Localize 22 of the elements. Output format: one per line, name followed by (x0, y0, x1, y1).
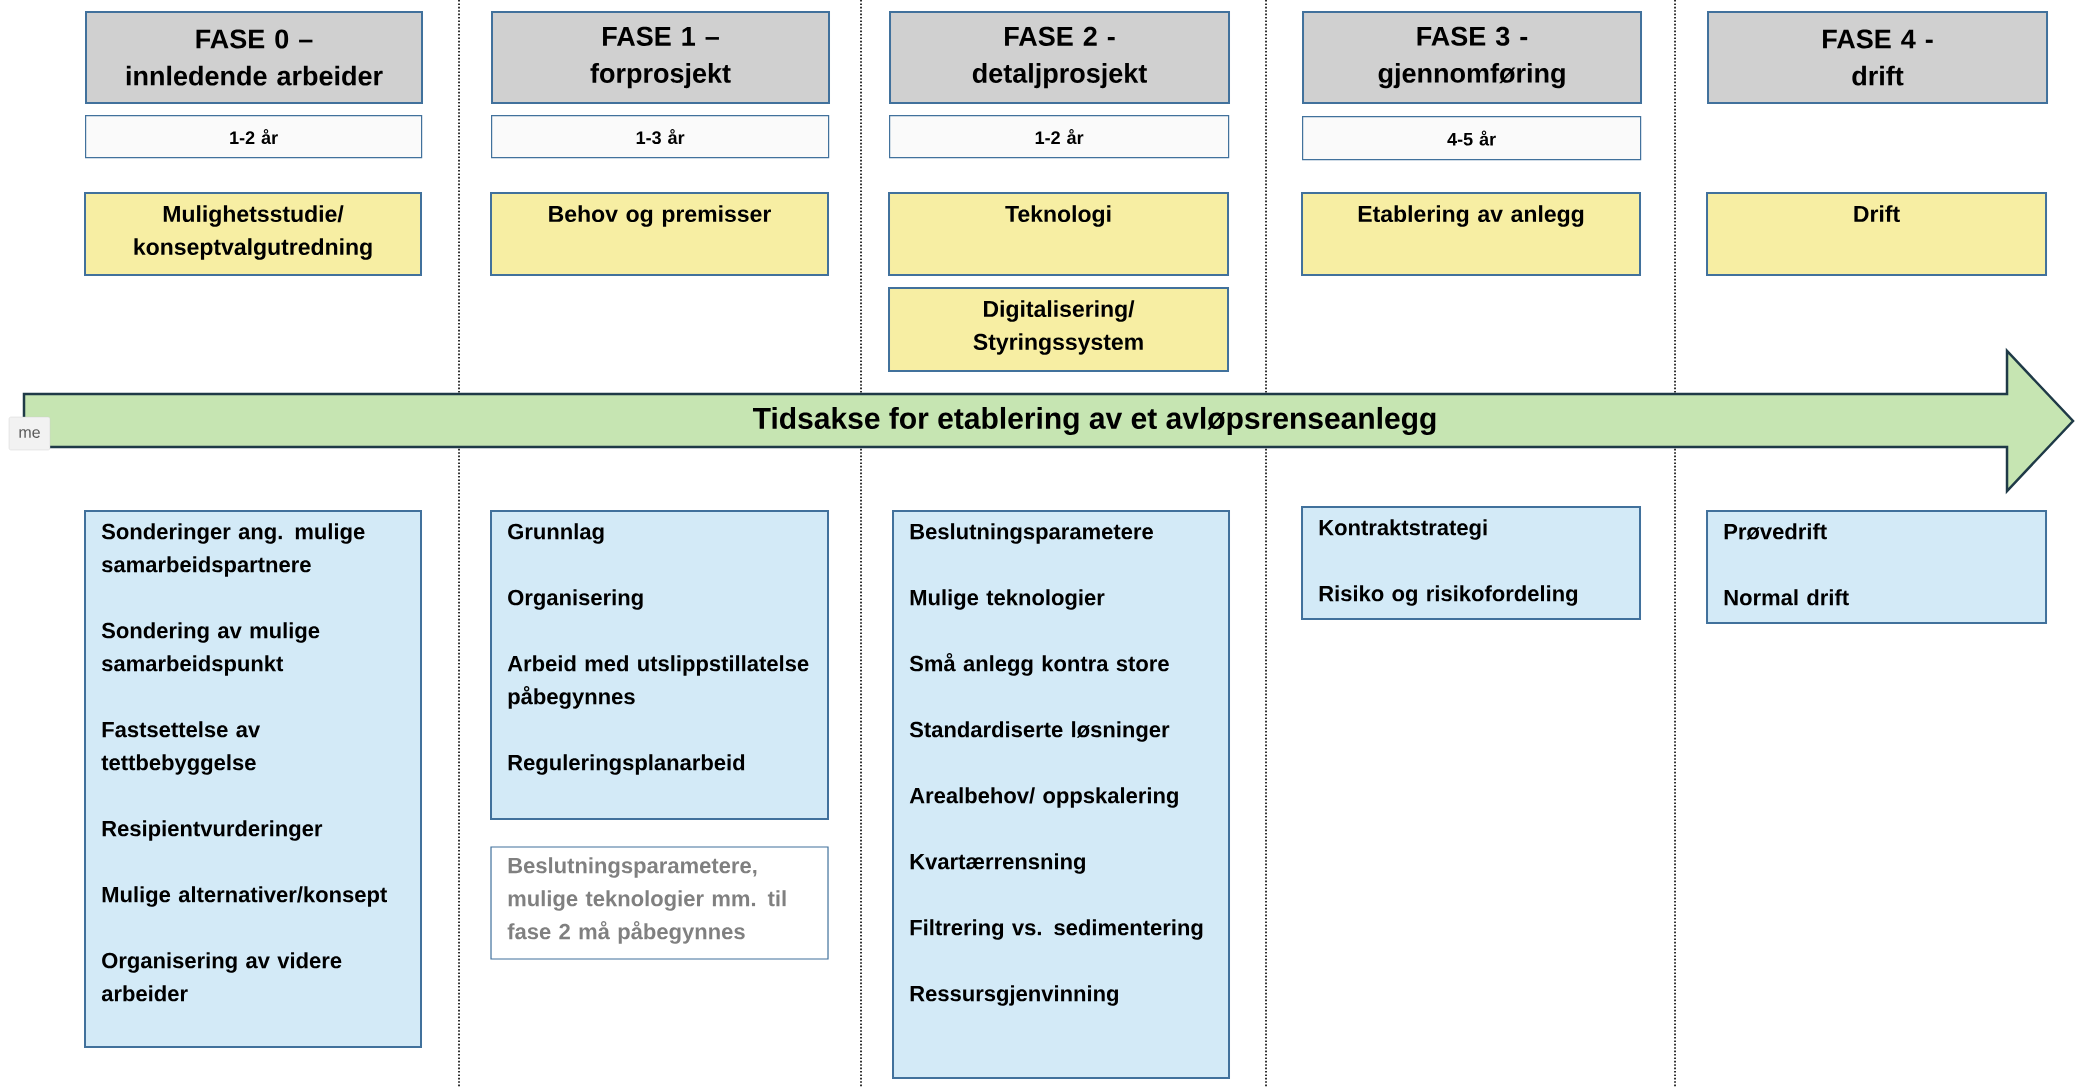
phase-header-box: FASE 2 - detaljprosjekt (889, 11, 1230, 104)
duration-box: 1-2 år (85, 115, 423, 159)
topic-box: Mulighetsstudie/ konseptvalgutredning (84, 192, 422, 276)
note-box: Beslutningsparametere, mulige teknologier mm. til fase 2 må påbegynnes (490, 846, 829, 960)
topic-box: Teknologi (888, 192, 1229, 276)
phase-header-box: FASE 1 – forprosjekt (491, 11, 830, 104)
phase-header-box: FASE 4 - drift (1707, 11, 2048, 104)
phase-header-box: FASE 3 - gjennomføring (1302, 11, 1642, 104)
duration-box: 1-2 år (889, 115, 1230, 159)
task-list-box: Kontraktstrategi Risiko og risikofordeling (1301, 506, 1641, 620)
duration-box: 4-5 år (1302, 116, 1642, 161)
topic-box: Digitalisering/ Styringssystem (888, 287, 1229, 372)
duration-box: 1-3 år (491, 115, 830, 159)
task-list-box: Beslutningsparametere Mulige teknologier Små anlegg kontra store Standardiserte løsninger Arealbehov/ oppskalering Kvartærrensning Filtrering vs. sedimentering Ressursgjenvinning (892, 510, 1230, 1079)
task-list-box: Sonderinger ang. mulige samarbeidspartnere Sondering av mulige samarbeidspunkt Fastsettelse av tettbebyggelse Resipientvurderinger Mulige alternativer/konsept Organisering av videre arbeider (84, 510, 422, 1048)
topic-box: Drift (1706, 192, 2047, 276)
tab-label: me (8, 416, 51, 451)
topic-box: Behov og premisser (490, 192, 829, 276)
topic-box: Etablering av anlegg (1301, 192, 1641, 276)
task-list-box: Grunnlag Organisering Arbeid med utslippstillatelse påbegynnes Reguleringsplanarbeid (490, 510, 829, 820)
phase-header-box: FASE 0 – innledende arbeider (85, 11, 423, 104)
task-list-box: Prøvedrift Normal drift (1706, 510, 2047, 624)
